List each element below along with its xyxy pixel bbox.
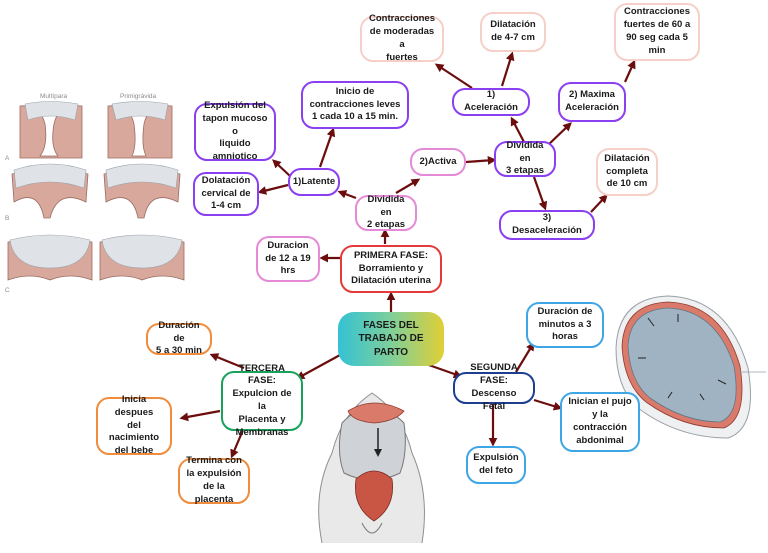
- primera-duracion-node[interactable]: Duracion de 12 a 19 hrs: [256, 236, 320, 282]
- center-node[interactable]: FASES DEL TRABAJO DE PARTO: [338, 312, 444, 366]
- primera-fase-node[interactable]: PRIMERA FASE: Borramiento y Dilatación u…: [340, 245, 442, 293]
- arrow-tercera-inicia: [179, 409, 221, 422]
- arrow-desaceleracion-dilatacion: [590, 194, 608, 213]
- desaceleracion-node[interactable]: 3) Desaceleración: [499, 210, 595, 240]
- activa-node[interactable]: 2)Activa: [410, 148, 466, 176]
- label-row-b: B: [5, 215, 9, 222]
- fetal-descent-illustration: [615, 295, 766, 439]
- tercera-duracion-node[interactable]: Duración de 5 a 30 min: [146, 320, 212, 356]
- arrow-dividida-desaceleracion: [532, 176, 548, 211]
- arrow-dividida-aceleracion: [510, 116, 525, 143]
- arrow-dividida-activa: [395, 178, 421, 194]
- arrow-center-tercera: [295, 354, 341, 380]
- maxima-contracciones-node[interactable]: Contracciones fuertes de 60 a 90 seg cad…: [614, 3, 700, 61]
- arrow-latente-inicio: [318, 127, 336, 168]
- arrow-latente-expulsion: [272, 159, 291, 177]
- label-multipara: Multípara: [40, 93, 67, 100]
- label-row-c: C: [5, 287, 10, 294]
- arrow-aceleracion-dilatacion: [500, 51, 515, 87]
- arrow-dividida-maxima: [546, 122, 572, 147]
- maxima-aceleracion-node[interactable]: 2) Maxima Aceleración: [558, 82, 626, 122]
- arrow-dividida-latente: [337, 190, 357, 200]
- latente-expulsion-node[interactable]: Expulsión del tapon mucoso o liquido amn…: [194, 100, 276, 162]
- segunda-fase-node[interactable]: SEGUNDA FASE: Descenso Fetal: [453, 362, 535, 412]
- arrow-segunda-duracion: [515, 341, 535, 373]
- arrow-maxima-contracciones: [623, 59, 636, 83]
- latente-inicio-node[interactable]: Inicio de contracciones leves 1 cada 10 …: [301, 81, 409, 129]
- arrow-activa-dividida: [465, 156, 497, 165]
- segunda-duracion-node[interactable]: Duración de minutos a 3 horas: [526, 302, 604, 348]
- latente-dilatacion-node[interactable]: Dolatación cervical de 1-4 cm: [193, 172, 259, 216]
- arrow-latente-dilatacion: [257, 183, 289, 195]
- desaceleracion-dilatacion-node[interactable]: Dilatación completa de 10 cm: [596, 148, 658, 196]
- tercera-termina-node[interactable]: Termina con la expulsión de la placenta: [178, 455, 250, 505]
- segunda-inician-node[interactable]: Inician el pujo y la contracción abdonim…: [560, 392, 640, 452]
- tercera-inicia-node[interactable]: Inicia despues del nacimiento del bebe: [96, 394, 172, 456]
- cervix-effacement-illustration: Multípara Primigrávida A B C: [5, 93, 185, 294]
- aceleracion-node[interactable]: 1) Aceleración: [452, 88, 530, 116]
- arrow-segunda-inician: [533, 398, 563, 411]
- segunda-expulsion-node[interactable]: Expulsión del feto: [466, 446, 526, 484]
- label-primigravida: Primigrávida: [120, 93, 157, 100]
- arrow-tercera-duracion: [209, 353, 245, 370]
- placenta-expulsion-illustration: [318, 392, 425, 544]
- aceleracion-dilatacion-node[interactable]: Dilatación de 4-7 cm: [480, 12, 546, 52]
- tercera-fase-node[interactable]: TERCERA FASE: Expulcion de la Placenta y…: [221, 363, 303, 438]
- label-row-a: A: [5, 155, 10, 162]
- arrow-center-segunda: [425, 362, 463, 379]
- arrow-aceleracion-contracciones: [434, 63, 473, 89]
- aceleracion-contracciones-node[interactable]: Contracciones de moderadas a fuertes: [360, 13, 444, 63]
- primera-dividida-node[interactable]: Dividida en 2 etapas: [355, 194, 417, 231]
- arrow-tercera-termina: [230, 429, 245, 459]
- activa-dividida-node[interactable]: Dividida en 3 etapas: [494, 140, 556, 177]
- latente-node[interactable]: 1)Latente: [288, 168, 340, 196]
